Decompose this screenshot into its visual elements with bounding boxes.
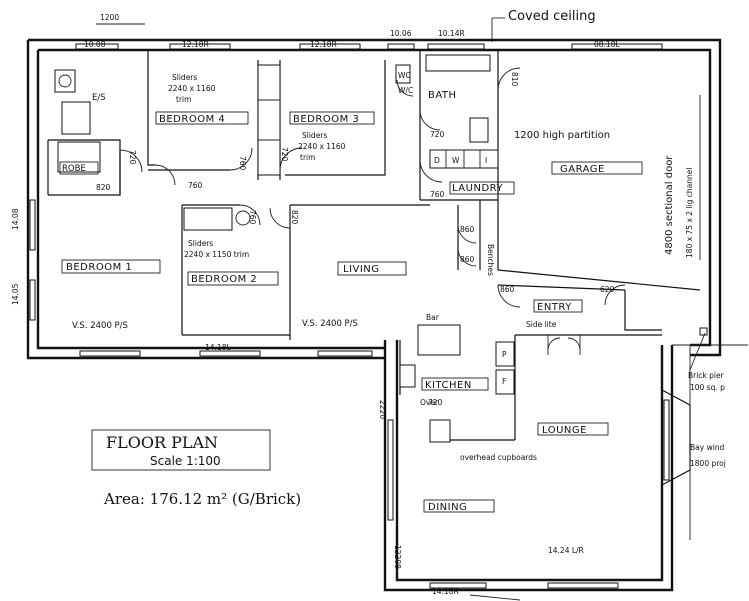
title-block: FLOOR PLAN Scale 1:100 Area: 176.12 m² (… (91, 429, 301, 508)
dim-720d: 720 (428, 398, 443, 407)
dim-810: 810 (510, 72, 519, 87)
dim-760a: 760 (188, 181, 203, 190)
dim-860b: 860 (460, 255, 475, 264)
fixtures (54, 54, 708, 443)
room-bedroom1: BEDROOM 1 (66, 262, 132, 273)
room-laundry: LAUNDRY (452, 183, 503, 194)
room-ensuite: E/S (92, 93, 106, 103)
note-over: Over (420, 398, 439, 407)
label-dryer: D (434, 156, 440, 165)
dim-1218a: 12.18R (182, 40, 209, 49)
b3-sliders-trim: trim (300, 153, 315, 162)
b4-sliders: Sliders (172, 73, 197, 82)
dim-760c: 760 (430, 190, 445, 199)
dim-620: 620 (600, 285, 615, 294)
dim-820a: 820 (290, 210, 299, 225)
dim-860a: 860 (460, 225, 475, 234)
note-brick-pier-1: Brick pier (688, 371, 725, 380)
room-bedroom2: BEDROOM 2 (191, 274, 257, 285)
b4-sliders-trim: trim (176, 95, 191, 104)
b3-sliders: Sliders (302, 131, 327, 140)
room-entry: ENTRY (537, 302, 572, 313)
dim-860c: 860 (500, 285, 515, 294)
room-garage: GARAGE (560, 164, 605, 175)
dim-top-1200: 1200 (100, 13, 119, 22)
dim-1218b: 12.18R (310, 40, 337, 49)
dim-820b: 820 (96, 183, 111, 192)
note-partition: 1200 high partition (514, 130, 610, 141)
dim-1424: 14.24 L/R (548, 546, 584, 555)
dim-1008: 10.08 (84, 40, 106, 49)
label-fridge: F (502, 377, 506, 386)
note-overhead: overhead cupboards (460, 453, 537, 462)
dim-1408: 14.08 (11, 208, 20, 230)
room-bedroom3: BEDROOM 3 (293, 114, 359, 125)
door-swings (119, 67, 626, 351)
room-robe: ROBE (62, 164, 86, 174)
dim-720c: 720 (430, 130, 445, 139)
dim-1418b: 14.18R (432, 587, 459, 596)
vs-living: V.S. 2400 P/S (302, 319, 358, 329)
room-bedroom4: BEDROOM 4 (159, 114, 225, 125)
dim-12208: 12208 (393, 545, 402, 569)
note-benches: Benches (486, 244, 495, 276)
room-labels: BEDROOM 4 BEDROOM 3 BEDROOM 1 BEDROOM 2 … (59, 71, 643, 513)
dim-1405: 14.05 (11, 283, 20, 305)
room-living: LIVING (343, 264, 380, 275)
dim-1014: 10.14R (438, 29, 465, 38)
room-wc: WC (398, 71, 411, 80)
dim-760d: 760 (248, 210, 257, 225)
note-bar: Bar (426, 313, 440, 322)
room-lounge: LOUNGE (542, 425, 587, 436)
dim-720a: 720 (128, 150, 137, 165)
outer-walls (26, 38, 722, 592)
slider-notes: Sliders 2240 x 1160 trim Sliders 2240 x … (168, 73, 346, 259)
b2-sliders: Sliders (188, 239, 213, 248)
dimensions: 10.08 12.18R 12.18R 10.06 10.14R 08.18L … (11, 29, 620, 596)
dim-2220: 2220 (378, 400, 387, 419)
room-bath: BATH (428, 90, 457, 101)
note-brick-pier-2: 100 sq. p (690, 383, 725, 392)
label-tub: I (485, 156, 487, 165)
windows (29, 43, 670, 589)
b4-sliders-size: 2240 x 1160 (168, 84, 216, 93)
plan-title: FLOOR PLAN (106, 433, 218, 452)
label-pantry: P (502, 350, 507, 359)
label-washer: W (452, 156, 460, 165)
label-wc: W/C (398, 86, 413, 95)
b3-sliders-size: 2240 x 1160 (298, 142, 346, 151)
dim-760b: 760 (238, 156, 247, 171)
room-kitchen: KITCHEN (425, 380, 472, 391)
note-side-lite: Side lite (526, 320, 557, 329)
interior-walls (47, 50, 701, 441)
plan-area: Area: 176.12 m² (G/Brick) (103, 490, 301, 508)
note-sectional-door: 4800 sectional door (664, 155, 675, 255)
note-bay-window-2: 1800 proj (690, 459, 726, 468)
dim-1418: 14.18L (205, 343, 231, 352)
b2-sliders-size: 2240 x 1150 trim (184, 250, 249, 259)
site-lines (469, 344, 748, 601)
note-bay-window-1: Bay wind (690, 443, 725, 452)
dim-720b: 720 (280, 147, 289, 162)
note-lintel: 180 x 75 x 2 lig channel (685, 168, 694, 258)
room-dining: DINING (428, 502, 467, 513)
dim-0818: 08.18L (594, 40, 620, 49)
note-coved-ceiling: Coved ceiling (508, 9, 596, 24)
vs-bedroom1: V.S. 2400 P/S (72, 321, 128, 331)
dim-1006: 10.06 (390, 29, 412, 38)
plan-scale: Scale 1:100 (150, 454, 221, 468)
notes: 1200 Coved ceiling 1200 high partition 4… (96, 9, 726, 468)
